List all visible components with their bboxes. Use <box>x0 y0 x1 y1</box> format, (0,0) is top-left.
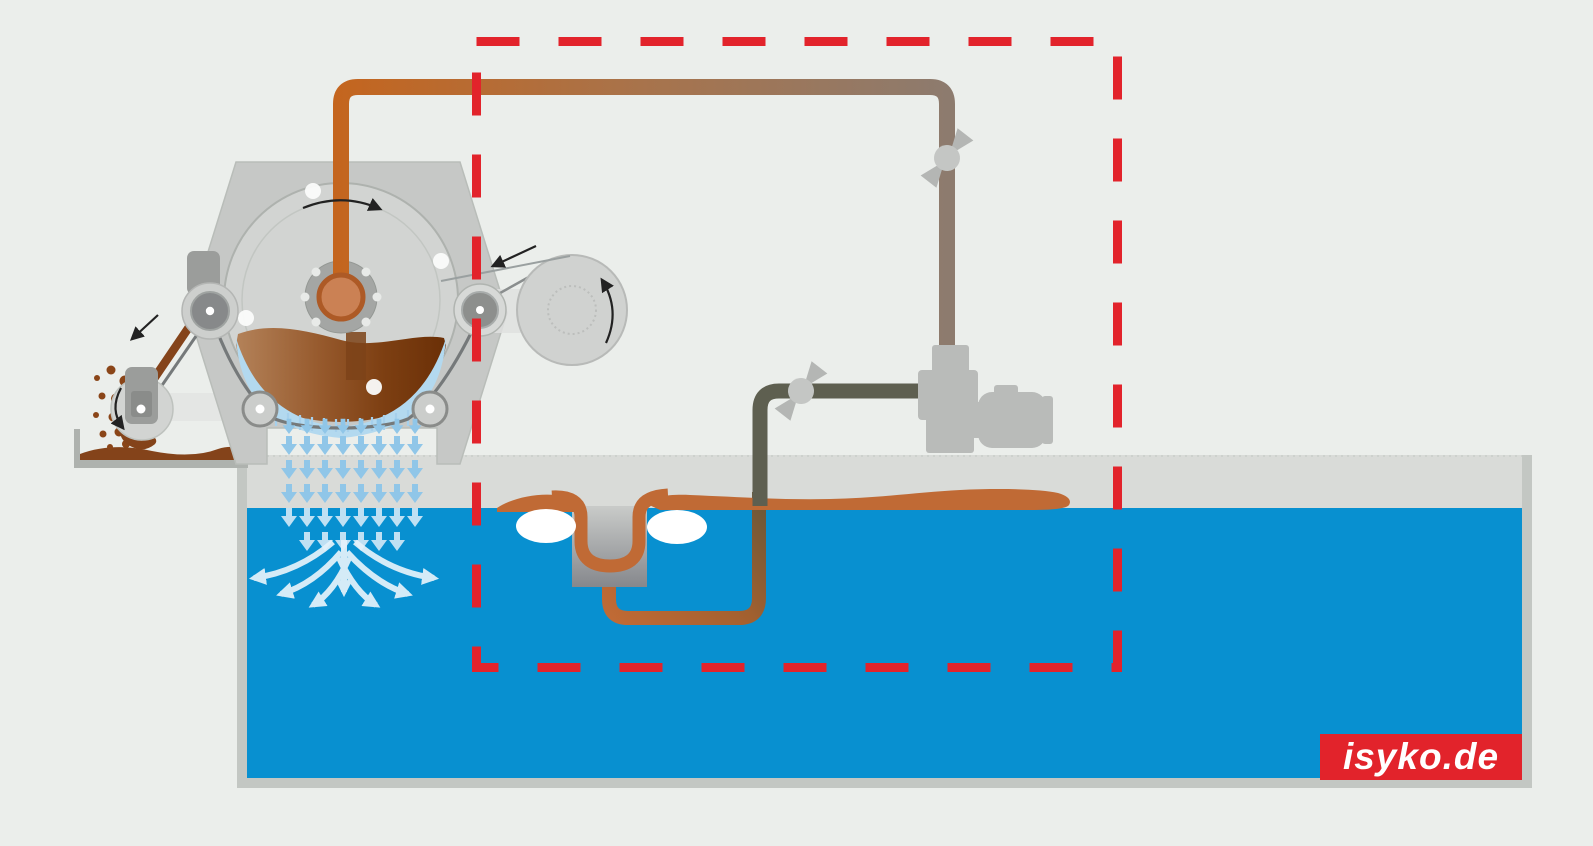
suction-pipe <box>752 383 919 506</box>
discharge-tray-bottom <box>74 460 248 468</box>
tank-wall-bottom <box>237 778 1532 788</box>
pump-motor <box>978 392 1046 448</box>
pump-neck <box>932 345 969 375</box>
tank-water <box>237 508 1522 778</box>
skimmer-suction-pipe-underwater <box>602 492 766 625</box>
belt-direction-arrow-right <box>490 245 537 268</box>
discharge-roller-rotation-arrow <box>110 387 125 431</box>
upper-left-roller <box>181 251 239 340</box>
skimmer-float-right <box>647 510 707 544</box>
lower-right-roller <box>411 390 449 428</box>
discharged-sludge-pile <box>80 446 246 460</box>
drum-bolt-dots <box>238 183 449 395</box>
pump-base <box>926 416 974 453</box>
tank-wall-left <box>237 455 247 788</box>
water-tank <box>237 455 1532 788</box>
feed-pipe-run <box>333 79 955 360</box>
floating-skimmer <box>497 488 1070 625</box>
sludge-feed-pipe <box>316 79 955 360</box>
drum-rotation-arrow <box>302 198 383 211</box>
spreading-flow-arrows <box>248 539 440 608</box>
logo-text: isyko.de <box>1343 736 1499 777</box>
discharge-roller <box>110 367 174 441</box>
sludge-pool <box>236 327 446 422</box>
filtrate-cascade-arrows <box>248 418 440 608</box>
oil-sludge-layer-right <box>645 489 1070 510</box>
skimmer-weir-channel <box>551 488 669 573</box>
pump-unit <box>918 345 1053 453</box>
lower-left-roller <box>241 390 279 428</box>
pump-body <box>918 370 978 420</box>
belt-filter-machine <box>110 161 628 465</box>
external-drive-wheel <box>440 254 628 366</box>
inlet-stream-dark <box>346 332 366 380</box>
highlight-region <box>472 37 1122 672</box>
logo: isyko.de <box>1320 734 1522 780</box>
rotation-arrows <box>110 198 614 431</box>
suction-pipe-run <box>752 383 919 506</box>
pump-motor-cap <box>1042 396 1053 444</box>
wheel-rotation-arrow <box>600 277 614 344</box>
logo-box <box>1320 734 1522 780</box>
belt-direction-arrow-left <box>129 314 159 341</box>
discharge-tray-wall <box>74 429 80 467</box>
skimmer-float-left <box>516 509 576 543</box>
pump-motor-notch <box>994 385 1018 396</box>
belt-return-line <box>440 255 571 282</box>
tank-wall-right <box>1522 455 1532 788</box>
hub-inlet-port <box>316 272 366 322</box>
